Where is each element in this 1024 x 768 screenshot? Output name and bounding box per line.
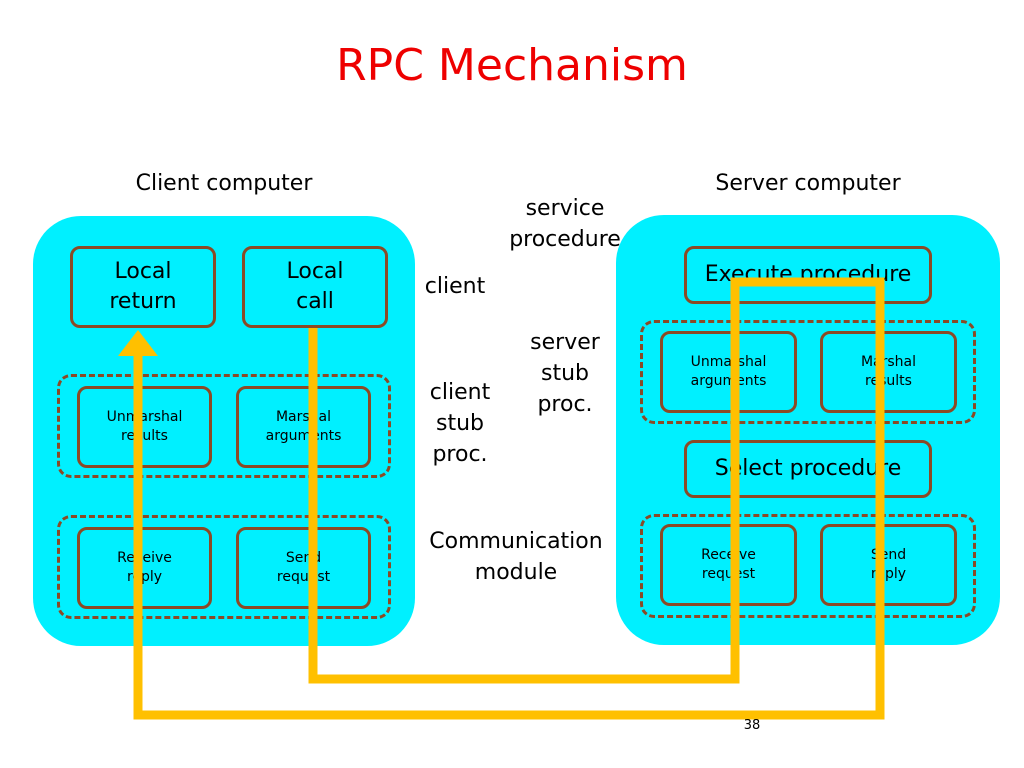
receive-reply-box: Receive reply (77, 527, 212, 609)
select-procedure-box: Select procedure (684, 440, 932, 498)
send-reply-box: Send reply (820, 524, 957, 606)
label-server-stub: server stub proc. (530, 330, 600, 417)
label-communication-module: Communication module (429, 529, 603, 585)
unmarshal-arguments-box: Unmarshal arguments (660, 331, 797, 413)
execute-procedure-box: Execute procedure (684, 246, 932, 304)
receive-request-box: Receive request (660, 524, 797, 606)
label-client: client (424, 274, 486, 299)
unmarshal-results-box: Unmarshal results (77, 386, 212, 468)
marshal-results-box: Marshal results (820, 331, 957, 413)
label-service-procedure: service procedure (509, 196, 621, 252)
server-computer-heading: Server computer (715, 171, 901, 196)
marshal-arguments-box: Marshal arguments (236, 386, 371, 468)
local-call-box: Local call (242, 246, 388, 328)
slide-title: RPC Mechanism (336, 40, 688, 91)
send-request-box: Send request (236, 527, 371, 609)
page-number: 38 (743, 718, 761, 733)
local-return-box: Local return (70, 246, 216, 328)
label-client-stub: client stub proc. (429, 380, 491, 467)
client-computer-heading: Client computer (135, 171, 313, 196)
